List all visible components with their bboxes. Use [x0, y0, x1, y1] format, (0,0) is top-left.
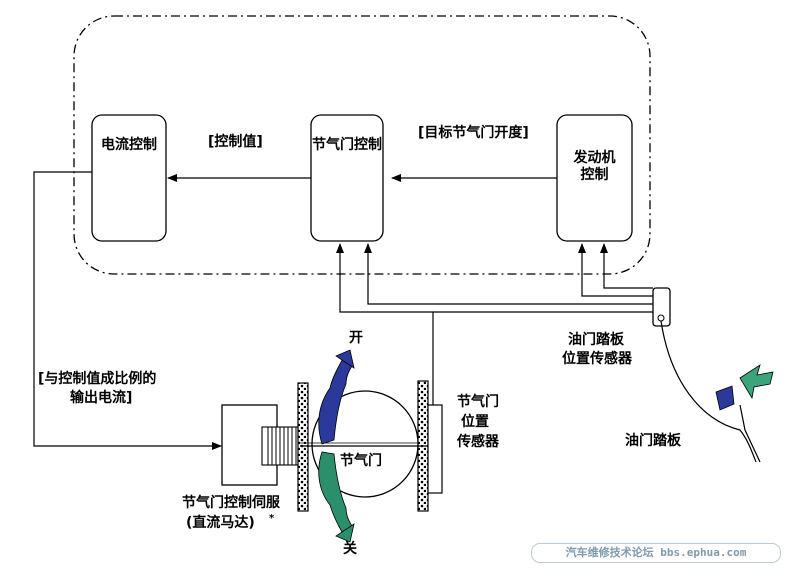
- throttle-position-sensor: [427, 404, 443, 494]
- servo-label-1: 节气门控制伺服: [182, 495, 280, 511]
- open-arrow-head: [335, 349, 355, 369]
- servo-label-2: (直流马达): [186, 515, 255, 531]
- pedal-plate: [739, 404, 761, 463]
- coil-stripes: [267, 427, 297, 465]
- tps-label-1: 节气门: [457, 394, 499, 410]
- throttle-control-label: 节气门控制: [312, 137, 382, 153]
- current-control-box: [91, 114, 167, 242]
- accelerator-pedal-label: 油门踏板: [625, 433, 681, 449]
- output-current-line: [33, 171, 222, 450]
- pedal-sensor-line-engine-2: [600, 243, 653, 289]
- pedal-blue-marker: [715, 385, 735, 411]
- target-opening-label: [目标节气门开度]: [418, 125, 529, 141]
- left-flange: [297, 382, 309, 512]
- pedal-sensor-label-1: 油门踏板: [568, 332, 624, 348]
- ecu-boundary: [73, 15, 651, 275]
- engine-control-label-1: 发动机: [573, 150, 616, 166]
- proportional-output-label-1: [与控制值成比例的: [38, 371, 157, 387]
- pedal-sensor-line-engine: [578, 243, 653, 297]
- servo-mark: *: [269, 513, 275, 524]
- control-value-label: [控制值]: [208, 134, 263, 150]
- proportional-output-label-2: 输出电流]: [70, 390, 133, 406]
- watermark: 汽车维修技术论坛 bbs.ephua.com: [531, 543, 781, 563]
- pedal-sensor-label-2: 位置传感器: [562, 351, 632, 367]
- tps-label-2: 位置: [461, 414, 489, 430]
- open-label: 开: [349, 330, 363, 346]
- tps-feedback-line: [336, 243, 434, 405]
- pedal-sensor-pivot: [657, 314, 665, 322]
- close-label: 关: [343, 541, 357, 557]
- throttle-bore: [311, 390, 419, 498]
- pedal-green-arrow: [739, 364, 774, 400]
- pedal-arm: [660, 320, 757, 463]
- tps-label-3: 传感器: [457, 434, 499, 450]
- current-control-label: 电流控制: [101, 137, 157, 153]
- pedal-sensor-line-throttle: [364, 243, 653, 305]
- engine-control-label-2: 控制: [580, 167, 609, 183]
- throttle-control-box: [310, 114, 384, 242]
- close-arrow-head: [335, 523, 355, 543]
- throttle-label: 节气门: [340, 453, 382, 469]
